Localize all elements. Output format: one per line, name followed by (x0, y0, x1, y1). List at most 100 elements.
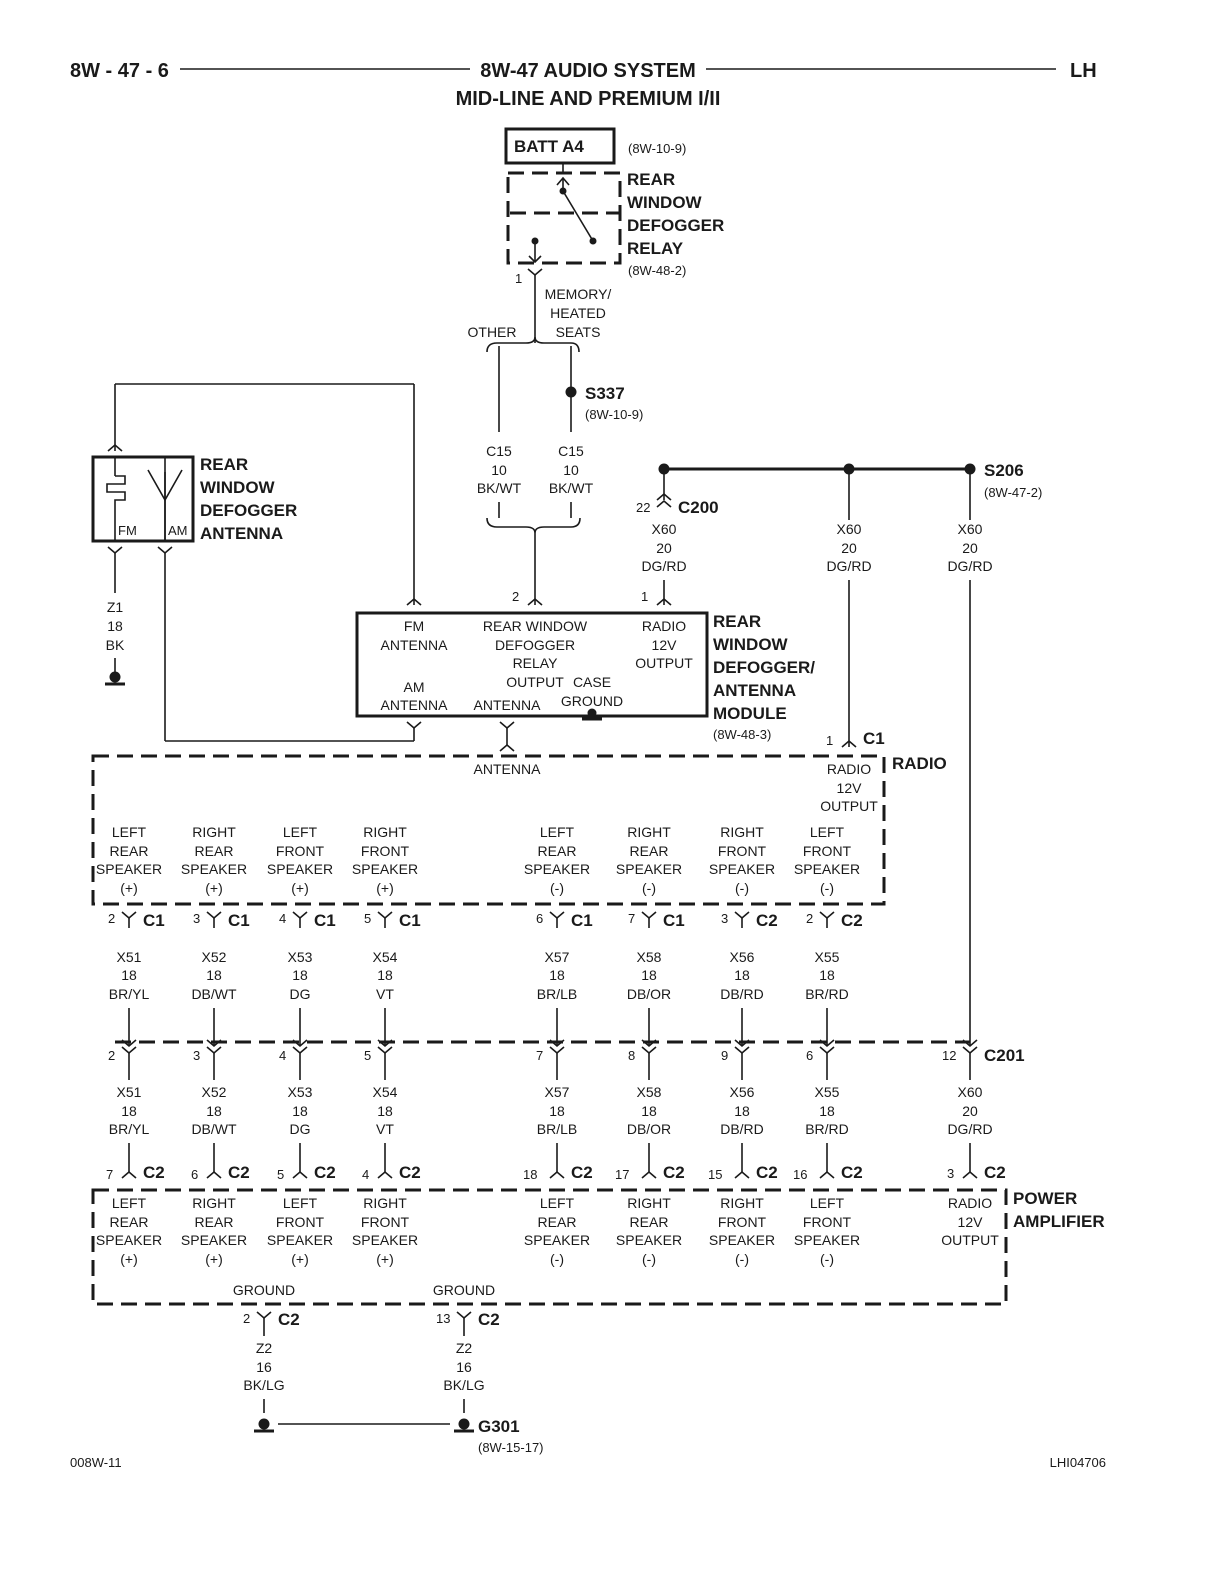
z1-color: BK (106, 637, 125, 653)
connector-c201: 12 C201 X60 20 DG/RD (115, 1039, 1025, 1179)
wire-color: BR/YL (109, 986, 150, 1002)
radio-speaker-label: (-) (550, 880, 564, 896)
amp-speaker-label: RIGHT (720, 1195, 764, 1211)
module-fm-1: FM (404, 618, 424, 634)
amp-speaker-label: SPEAKER (709, 1232, 775, 1248)
batt-label: BATT A4 (514, 137, 584, 156)
radio-speaker-label: FRONT (803, 843, 852, 859)
amp-speaker-label: LEFT (112, 1195, 147, 1211)
wire-color: BR/RD (805, 986, 849, 1002)
amp-name-1: POWER (1013, 1189, 1077, 1208)
relay-contact-switch (562, 190, 594, 242)
radio-out-2: 12V (837, 780, 863, 796)
amp-out-3: OUTPUT (941, 1232, 999, 1248)
c15-1-gauge: 10 (491, 462, 507, 478)
case-ground-icon (587, 708, 597, 718)
module-antenna: ANTENNA (474, 697, 542, 713)
module-relay-4: OUTPUT (506, 674, 564, 690)
branch-memory-2: HEATED (550, 305, 606, 321)
wire-circuit: X52 (202, 1084, 227, 1100)
radio-speaker-label: SPEAKER (794, 861, 860, 877)
c201-pin: 7 (536, 1048, 543, 1063)
c201-pin: 4 (279, 1048, 286, 1063)
radio-box (91, 754, 886, 906)
amp-speaker-label: SPEAKER (96, 1232, 162, 1248)
amp-connector: C2 (663, 1163, 685, 1182)
amp-speaker-label: FRONT (718, 1214, 767, 1230)
amp-speaker-label: RIGHT (363, 1195, 407, 1211)
defogger-antenna: FM AM REAR WINDOW DEFOGGER ANTENNA Z1 18… (91, 383, 422, 742)
c201-name: C201 (984, 1046, 1025, 1065)
s206-ref: (8W-47-2) (984, 485, 1042, 500)
amp-connector: C2 (756, 1163, 778, 1182)
radio-pin: 3 (721, 911, 728, 926)
c200-name: C200 (678, 498, 719, 517)
wire-circuit: X51 (117, 949, 142, 965)
radio-connector: C1 (663, 911, 685, 930)
radio-out-1: RADIO (827, 761, 871, 777)
antenna-name-4: ANTENNA (200, 524, 283, 543)
radio-speaker-label: REAR (538, 843, 577, 859)
amp-speaker-label: REAR (195, 1214, 234, 1230)
radio-name: RADIO (892, 754, 947, 773)
relay-box (506, 171, 622, 265)
radio-speaker-label: FRONT (718, 843, 767, 859)
radio-speaker-label: RIGHT (627, 824, 671, 840)
relay-name-2: WINDOW (627, 193, 703, 212)
radio-speaker-label: (-) (735, 880, 749, 896)
amp-speaker-label: SPEAKER (794, 1232, 860, 1248)
ground-2-circuit: Z2 (456, 1340, 473, 1356)
radio-speaker-label: (+) (205, 880, 223, 896)
module-ref: (8W-48-3) (713, 727, 771, 742)
x60-3-circuit: X60 (958, 521, 983, 537)
branch-memory-1: MEMORY/ (545, 286, 612, 302)
antenna-am: AM (168, 523, 188, 538)
radio-pin: 2 (806, 911, 813, 926)
ground-1-pin: 2 (243, 1311, 250, 1326)
amp-speaker-label: SPEAKER (181, 1232, 247, 1248)
c200-pin: 22 (636, 500, 650, 515)
wire-gauge: 18 (641, 1103, 657, 1119)
module-pin-radio: 1 (641, 589, 648, 604)
radio-connector: C1 (571, 911, 593, 930)
amp-pin: 7 (106, 1167, 113, 1182)
wire-circuit: X57 (545, 1084, 570, 1100)
footer-left-code: 008W-11 (70, 1455, 122, 1470)
c201-x60-gauge: 20 (962, 1103, 978, 1119)
radio-antenna: ANTENNA (474, 761, 542, 777)
splice-s337 (565, 386, 577, 398)
z1-gauge: 18 (107, 618, 123, 634)
ground-1-conn: C2 (278, 1310, 300, 1329)
wire-gauge: 18 (819, 1103, 835, 1119)
ground-2-conn: C2 (478, 1310, 500, 1329)
g301-name: G301 (478, 1417, 520, 1436)
wire-gauge: 18 (206, 1103, 222, 1119)
amp-speaker-label: SPEAKER (267, 1232, 333, 1248)
antenna-name-2: WINDOW (200, 478, 276, 497)
wire-gauge: 18 (641, 967, 657, 983)
module-radio-3: OUTPUT (635, 655, 693, 671)
amp-speaker-label: FRONT (361, 1214, 410, 1230)
wire-gauge: 18 (292, 967, 308, 983)
amp-pin: 17 (615, 1167, 629, 1182)
ground-1-gauge: 16 (256, 1359, 272, 1375)
radio-speaker-label: (-) (820, 880, 834, 896)
wire-circuit: X51 (117, 1084, 142, 1100)
g301-ref: (8W-15-17) (478, 1440, 544, 1455)
wire-color: DB/WT (191, 1121, 237, 1137)
antenna-box (91, 455, 195, 543)
wire-gauge: 18 (292, 1103, 308, 1119)
wire-color: BR/YL (109, 1121, 150, 1137)
wire-color: DB/WT (191, 986, 237, 1002)
radio-speaker-label: SPEAKER (96, 861, 162, 877)
amp-speaker-label: (+) (120, 1251, 138, 1267)
module-am-2: ANTENNA (381, 697, 449, 713)
radio-pin: 7 (628, 911, 635, 926)
wire-gauge: 18 (121, 1103, 137, 1119)
amp-speaker-label: (-) (550, 1251, 564, 1267)
footer-right-code: LHI04706 (1050, 1455, 1106, 1470)
